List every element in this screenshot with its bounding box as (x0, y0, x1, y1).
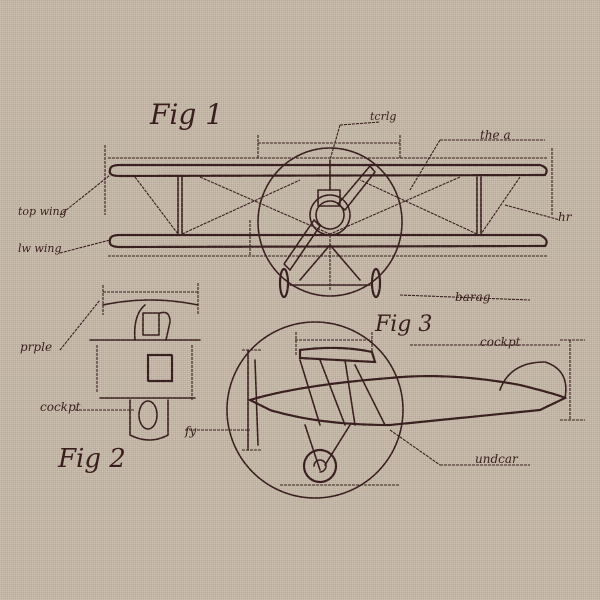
annotation-leader-lines (59, 121, 561, 301)
fig3-label: Fig 3 (375, 312, 433, 337)
annotation-fig2-lower: cockpt (40, 400, 81, 414)
annotation-top-center: tcrlg (370, 110, 397, 123)
annotation-left-upper: top wing (18, 205, 67, 218)
fig1-label: Fig 1 (150, 98, 224, 131)
annotation-fig3-right: cockpt (480, 335, 521, 349)
fig2-side-detail (59, 283, 201, 441)
fig1-front-view (104, 135, 553, 299)
fig2-label: Fig 2 (58, 444, 126, 474)
annotation-fig3-left: fy (185, 424, 197, 438)
annotation-top-right: the a (480, 128, 511, 142)
annotation-fig2-left: prple (20, 340, 53, 354)
annotation-fig3-bottom: undcar (475, 452, 518, 466)
annotation-left-lower: lw wing (18, 242, 62, 255)
fig3-side-profile (185, 321, 585, 499)
annotation-right-mid: hr (558, 210, 572, 224)
annotation-right-lower: barag (455, 290, 491, 304)
